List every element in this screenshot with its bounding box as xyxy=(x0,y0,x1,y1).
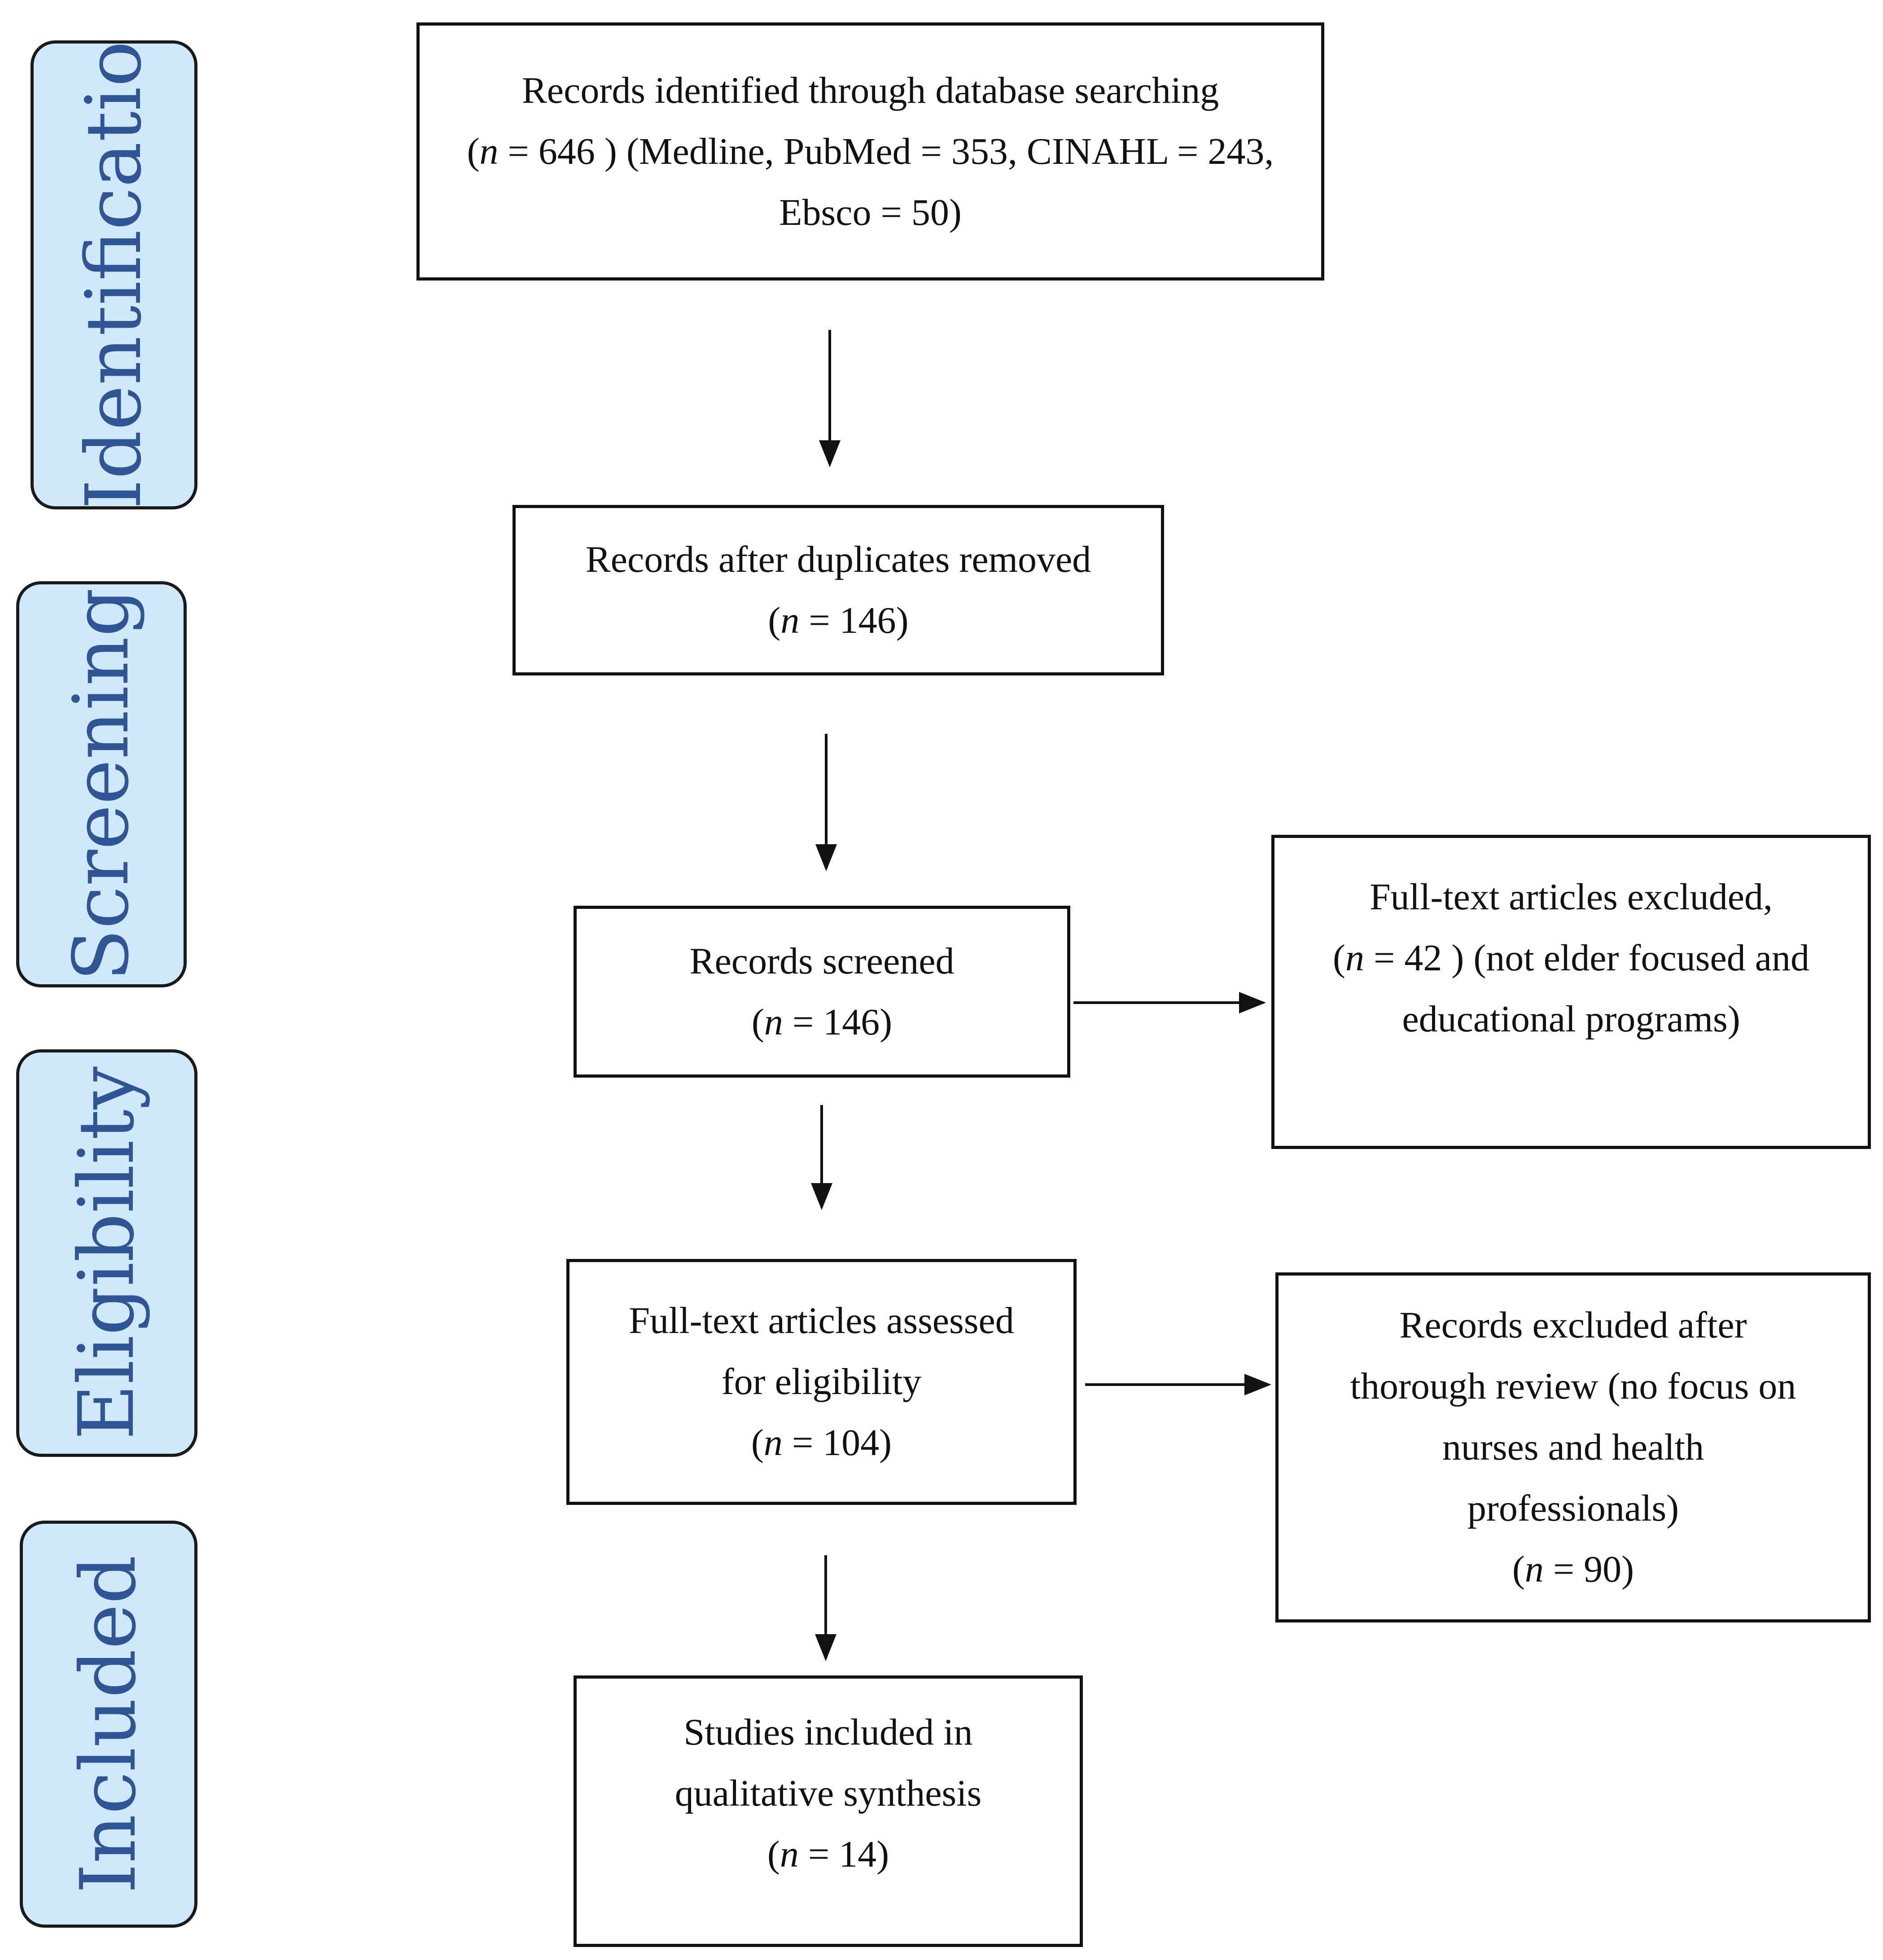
studies-included-line2: qualitative synthesis xyxy=(674,1772,982,1814)
records-screened-count: (n = 146) xyxy=(751,1001,893,1043)
stage-included: Included xyxy=(20,1521,197,1928)
assessed-eligibility-count: (n = 104) xyxy=(751,1422,892,1464)
duplicates-removed-count: (n = 146) xyxy=(768,600,909,641)
duplicates-removed-box: Records after duplicates removed (n = 14… xyxy=(512,505,1164,675)
studies-included-line1: Studies included in xyxy=(683,1711,973,1753)
records-identified-line3: Ebsco = 50) xyxy=(779,191,962,233)
excluded-review-line2: thorough review (no focus on xyxy=(1350,1365,1796,1407)
excluded-review-count: (n = 90) xyxy=(1512,1548,1634,1590)
fulltext-excluded-box: Full-text articles excluded, (n = 42 ) (… xyxy=(1271,835,1871,1149)
excluded-review-box: Records excluded after thorough review (… xyxy=(1275,1272,1871,1622)
assessed-eligibility-line1: Full-text articles assessed xyxy=(629,1300,1014,1342)
records-identified-line1: Records identified through database sear… xyxy=(521,69,1219,111)
fulltext-excluded-line2: (n = 42 ) (not elder focused and xyxy=(1332,937,1810,979)
assessed-eligibility-line2: for eligibility xyxy=(721,1361,922,1403)
records-identified-line2: (n = 646 ) (Medline, PubMed = 353, CINAH… xyxy=(467,130,1274,172)
excluded-review-line3: nurses and health xyxy=(1442,1426,1704,1468)
fulltext-excluded-line1: Full-text articles excluded, xyxy=(1369,876,1773,918)
stage-screening: Screening xyxy=(16,581,187,987)
records-screened-line1: Records screened xyxy=(689,940,955,982)
duplicates-removed-line1: Records after duplicates removed xyxy=(585,539,1091,580)
records-identified-box: Records identified through database sear… xyxy=(416,22,1324,281)
studies-included-box: Studies included in qualitative synthesi… xyxy=(574,1675,1083,1947)
stage-identification: Identificatio xyxy=(31,40,197,509)
studies-included-count: (n = 14) xyxy=(767,1833,889,1875)
assessed-eligibility-box: Full-text articles assessed for eligibil… xyxy=(566,1259,1077,1505)
stage-eligibility: Eligibility xyxy=(16,1049,197,1457)
excluded-review-line1: Records excluded after xyxy=(1399,1304,1747,1346)
fulltext-excluded-line3: educational programs) xyxy=(1402,998,1740,1040)
records-screened-box: Records screened (n = 146) xyxy=(574,906,1070,1078)
excluded-review-line4: professionals) xyxy=(1467,1487,1679,1529)
